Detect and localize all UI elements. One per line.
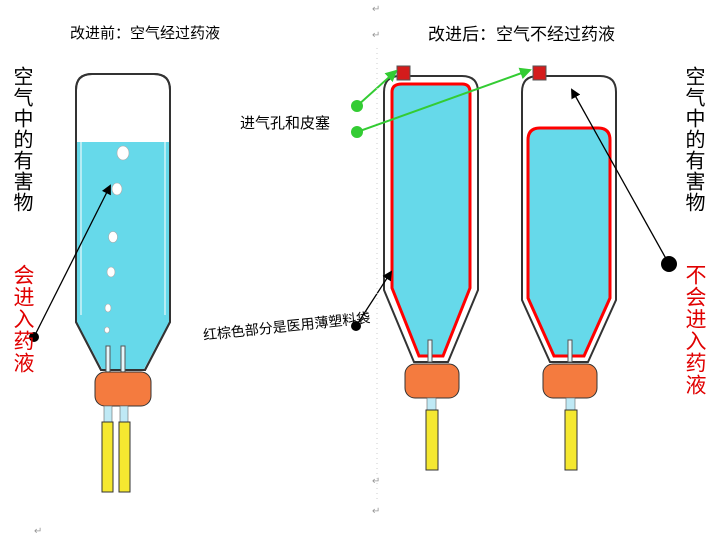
air-bubble (104, 303, 112, 313)
right-title: 改进后：空气不经过药液 (428, 25, 615, 45)
left-bottle-liquid (77, 142, 169, 369)
vent-label: 进气孔和皮塞 (240, 114, 331, 132)
right-pointer-arrow (571, 88, 670, 265)
air-bubble (106, 266, 116, 278)
middle-tube (425, 409, 439, 471)
right-bottle-cap (542, 363, 598, 399)
right-tube (564, 409, 578, 471)
left-title: 改进前：空气经过药液 (70, 24, 221, 42)
left-pointer-arrow (33, 184, 111, 338)
air-bubble (116, 145, 130, 161)
paragraph-mark: ↵ (372, 506, 381, 517)
middle-bottle (383, 65, 479, 471)
left-bottle (75, 73, 171, 493)
right-side-text-1: 空气中的有害物 (682, 66, 706, 213)
right-vent-plug (532, 65, 547, 81)
right-bag (526, 126, 612, 358)
vent-arrow (356, 67, 532, 133)
paragraph-mark: ↵ (372, 476, 381, 487)
middle-vent-plug (396, 65, 411, 81)
left-bottle-cap (94, 371, 152, 407)
bag-pointer-arrow (355, 270, 393, 327)
paragraph-mark: ↵ (372, 30, 381, 41)
middle-bottle-cap (404, 363, 460, 399)
middle-bag (390, 82, 472, 358)
right-side-text-2: 不会进入药液 (683, 264, 707, 396)
paragraph-mark: ↵ (34, 526, 43, 537)
left-side-text-1: 空气中的有害物 (10, 66, 34, 213)
paragraph-mark: ↵ (372, 4, 381, 15)
air-bubble (111, 182, 123, 196)
right-bottle (521, 65, 617, 471)
left-side-text-2: 会进入药液 (11, 264, 35, 374)
air-bubble (104, 326, 110, 334)
left-tube (101, 421, 114, 493)
left-tube (118, 421, 131, 493)
air-bubble (108, 231, 118, 243)
